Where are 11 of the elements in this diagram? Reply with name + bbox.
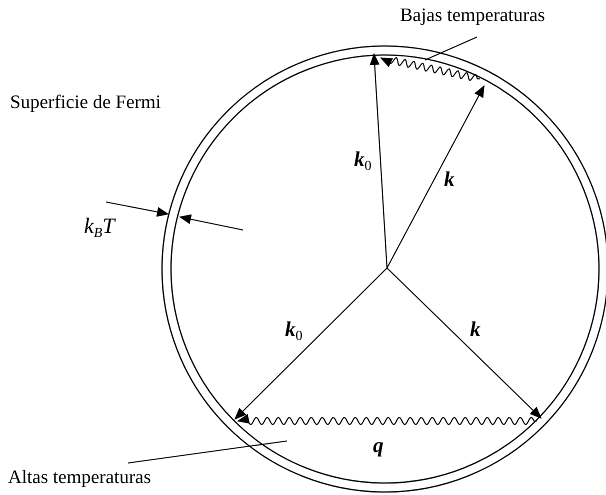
dimension-label: k$_{B}$T	[84, 212, 115, 240]
vector-label: k$_{0}$	[354, 146, 372, 172]
leader-line	[424, 36, 478, 60]
vector-label: q	[373, 432, 384, 458]
vector-label: k	[444, 166, 454, 192]
vector-label: k$_{0}$	[285, 316, 302, 342]
vector-label: k	[470, 316, 480, 342]
leader-line	[128, 440, 288, 464]
annotation-text: Altas temperaturas	[8, 466, 151, 490]
annotation-text: Bajas temperaturas	[400, 4, 546, 28]
surface-label: Superficie de Fermi	[10, 91, 161, 115]
